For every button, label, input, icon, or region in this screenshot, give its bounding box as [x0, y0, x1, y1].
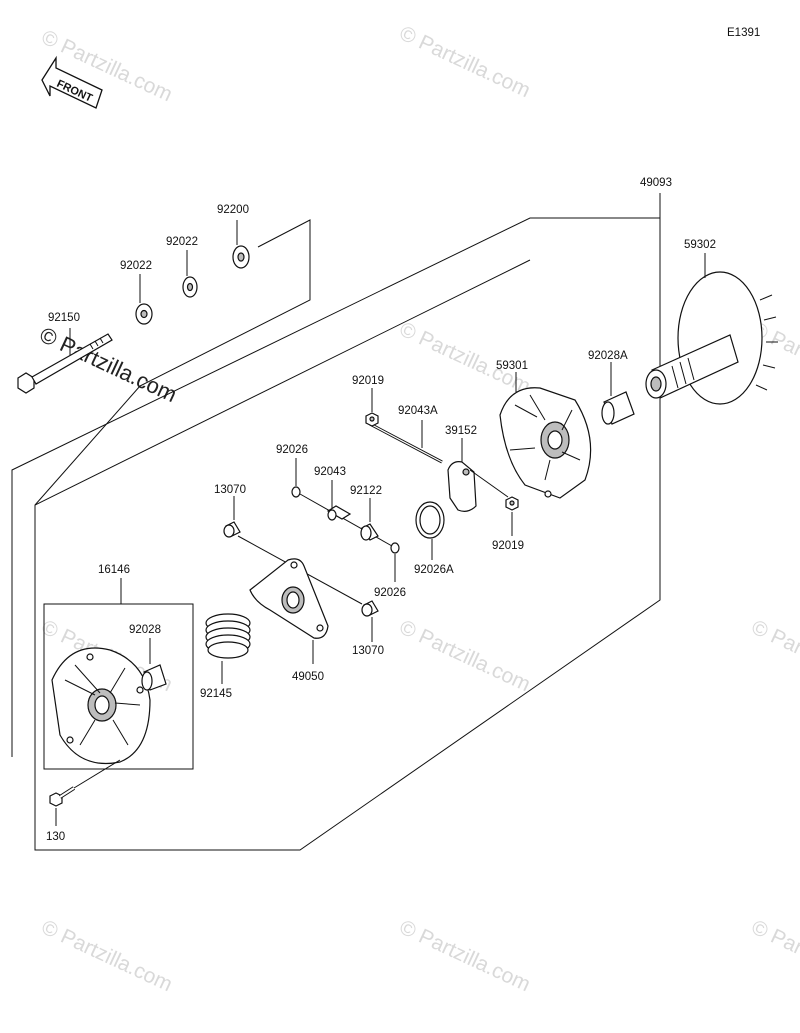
- arm-49050: [249, 558, 329, 664]
- part-label-92200: 92200: [217, 204, 249, 216]
- watermark-text: © Partzilla.com: [38, 916, 176, 997]
- part-label-92026-left: 92026: [276, 444, 308, 456]
- part-label-92043A: 92043A: [398, 405, 438, 417]
- housing-16146: [51, 647, 151, 765]
- watermark-text: © Partzilla.com: [748, 916, 800, 997]
- part-label-92026-right: 92026: [374, 587, 406, 599]
- part-label-39152: 39152: [445, 425, 477, 437]
- bushing-13070-bottom: [361, 600, 379, 642]
- washer-92200: [232, 220, 250, 269]
- part-label-130: 130: [46, 831, 65, 843]
- watermark-text: © Partzilla.com: [38, 26, 176, 107]
- roller-92122: [360, 498, 379, 541]
- diagram-code: E1391: [727, 27, 760, 39]
- pin-92043A: [369, 420, 443, 464]
- part-label-59301: 59301: [496, 360, 528, 372]
- part-label-92026A: 92026A: [414, 564, 454, 576]
- bolt-92150: [17, 328, 113, 394]
- bolt-130: [49, 759, 121, 826]
- part-label-13070-bottom: 13070: [352, 645, 384, 657]
- part-label-49050: 49050: [292, 671, 324, 683]
- assembly-outline-49093: [11, 193, 661, 851]
- spring-92145: [205, 613, 251, 684]
- washer-92026-left: [291, 458, 301, 498]
- part-label-92022-right: 92022: [166, 236, 198, 248]
- watermark-text: © Partzilla.com: [396, 22, 534, 103]
- pin-92043: [326, 480, 352, 521]
- assembly-outline-16146: [43, 578, 194, 770]
- weight-39152: [447, 438, 509, 512]
- part-label-13070-top: 13070: [214, 484, 246, 496]
- part-label-92028: 92028: [129, 624, 161, 636]
- washer-92022-left: [135, 274, 153, 325]
- watermark-text: © Partzilla.com: [396, 318, 534, 399]
- part-label-92145: 92145: [200, 688, 232, 700]
- washer-group-outline: [34, 219, 311, 506]
- part-label-92019-top: 92019: [352, 375, 384, 387]
- watermark-text: © Partzilla.com: [396, 616, 534, 697]
- part-label-92122: 92122: [350, 485, 382, 497]
- washer-92026A: [415, 501, 445, 560]
- bushing-13070-top: [223, 496, 363, 605]
- washer-92026-right: [390, 542, 400, 582]
- bushing-92028: [141, 638, 167, 691]
- sheave-59302: [645, 253, 778, 405]
- watermark-text: © Partzilla.com: [396, 916, 534, 997]
- washer-92022-right: [182, 250, 198, 298]
- nut-92019-bottom: [505, 496, 519, 536]
- part-label-92019-bottom: 92019: [492, 540, 524, 552]
- part-label-16146: 16146: [98, 564, 130, 576]
- part-label-92028A: 92028A: [588, 350, 628, 362]
- part-label-49093: 49093: [640, 177, 672, 189]
- bushing-92028A: [601, 362, 635, 425]
- part-label-92150: 92150: [48, 312, 80, 324]
- part-label-59302: 59302: [684, 239, 716, 251]
- nut-92019-top: [365, 388, 379, 427]
- part-label-92022-left: 92022: [120, 260, 152, 272]
- part-label-92043: 92043: [314, 466, 346, 478]
- watermark-text: © Partzilla.com: [748, 616, 800, 697]
- cover-59301: [499, 372, 592, 499]
